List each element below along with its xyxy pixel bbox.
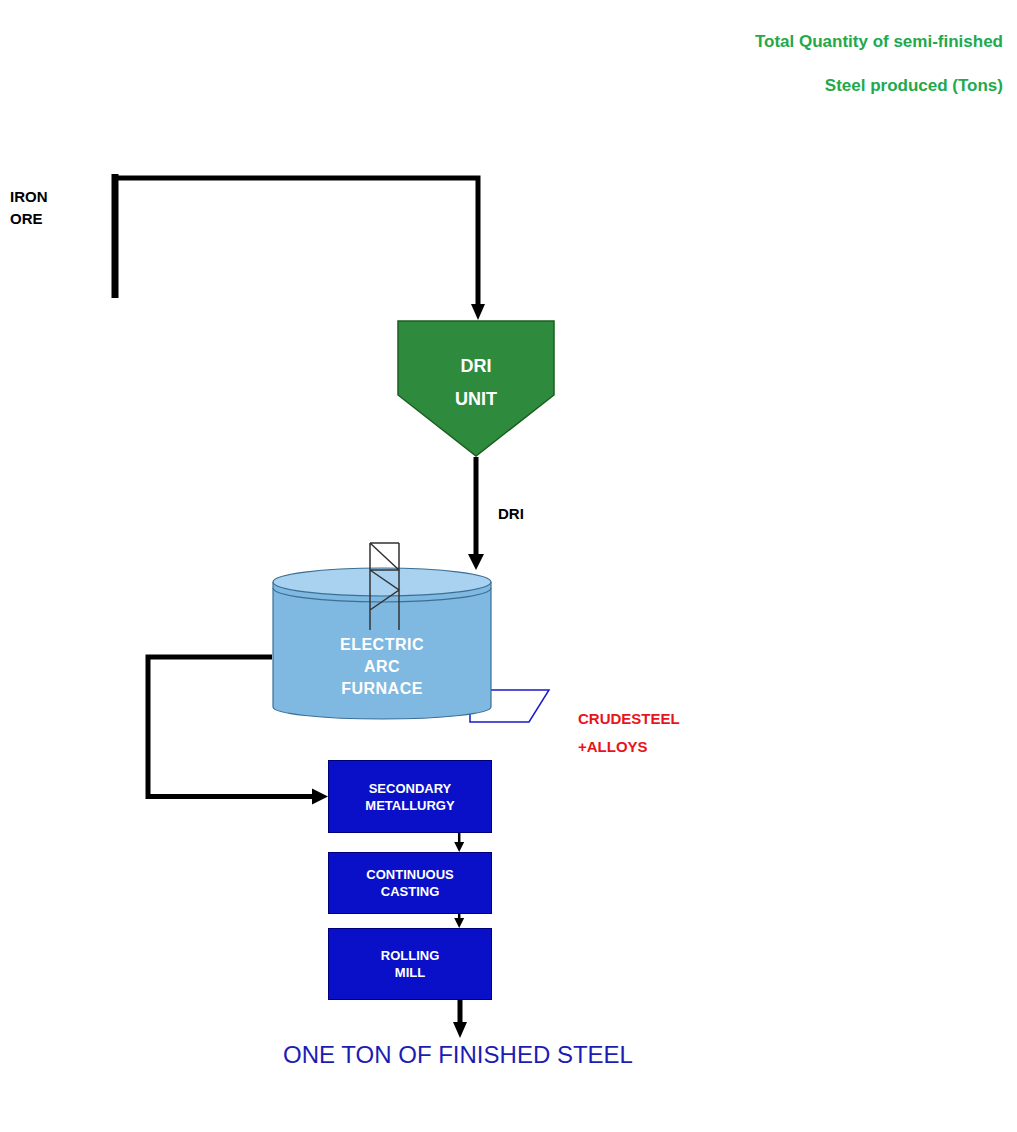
process-box: CONTINUOUS CASTING — [328, 852, 492, 914]
cylinder-top — [273, 568, 491, 596]
node-label: ROLLING MILL — [370, 947, 450, 981]
product-label: ONE TON OF FINISHED STEEL — [158, 1040, 758, 1070]
process-box: SECONDARY METALLURGY — [328, 760, 492, 833]
connector — [454, 833, 464, 852]
pentagon-outline — [397, 320, 555, 457]
arrow-head — [471, 304, 485, 320]
arrow-head — [454, 918, 464, 928]
node-label: ELECTRIC ARC FURNACE — [332, 634, 432, 700]
arrow-head — [312, 789, 328, 805]
source-bar — [112, 174, 119, 298]
node-label: SECONDARY METALLURGY — [355, 780, 465, 814]
input-label: IRON ORE — [10, 186, 62, 230]
dri-unit: DRI UNIT — [397, 320, 555, 457]
edge-label: DRI — [496, 504, 526, 524]
node-label: DRI UNIT — [446, 350, 506, 416]
electrode-frame — [370, 543, 399, 630]
node-label: CONTINUOUS CASTING — [355, 866, 465, 900]
arrow-head — [468, 554, 484, 570]
feed-line — [115, 178, 478, 306]
furnace-cylinder: ELECTRIC ARC FURNACE — [272, 562, 492, 720]
connector — [468, 457, 484, 570]
diagram-title: Total Quantity of semi-finished Steel pr… — [733, 20, 1003, 108]
pentagon-shape — [398, 321, 554, 456]
process-box: ROLLING MILL — [328, 928, 492, 1000]
output-line — [458, 1000, 463, 1024]
output-note: CRUDESTEEL +ALLOYS — [578, 705, 703, 761]
connector — [454, 914, 464, 928]
cylinder-rim — [273, 588, 491, 602]
electrode-lines — [370, 543, 399, 630]
connector-line — [474, 457, 479, 556]
arrow-head — [453, 1022, 467, 1038]
arrow-head — [454, 842, 464, 852]
